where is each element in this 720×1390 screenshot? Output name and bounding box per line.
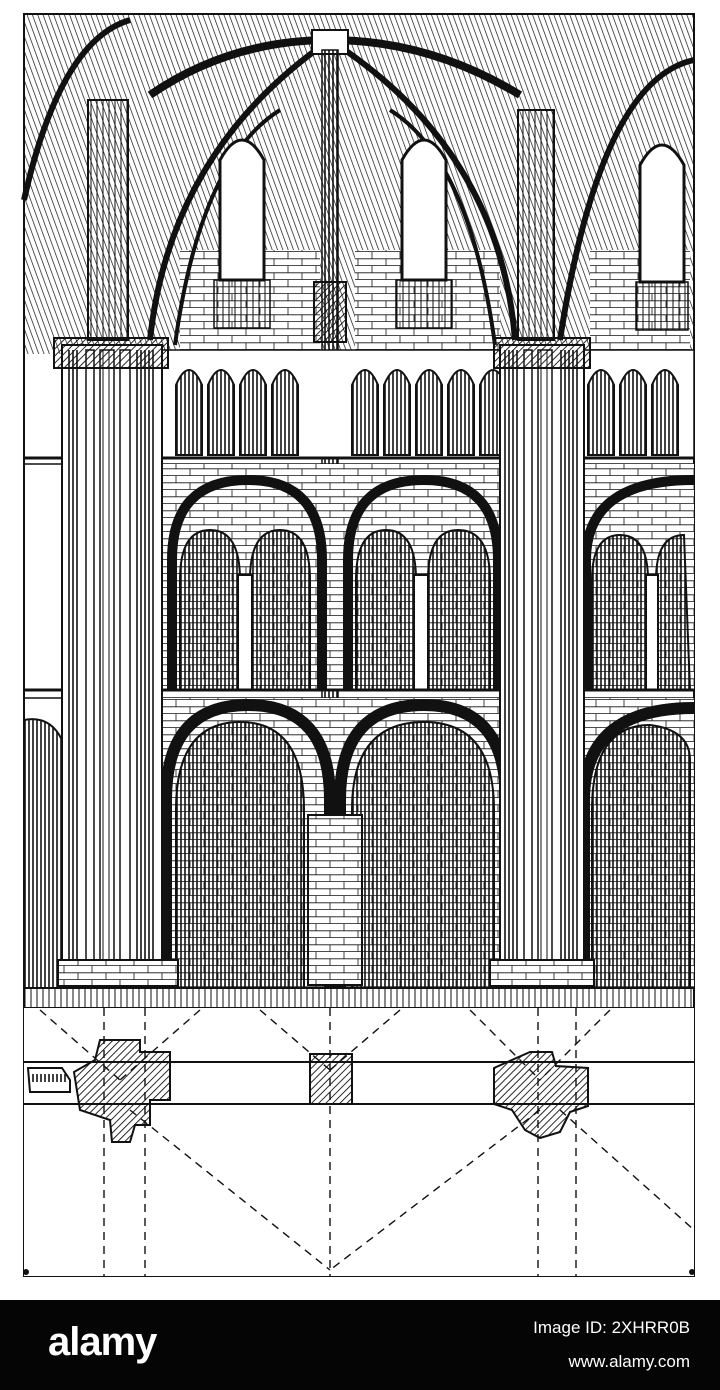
clerestory-arch [651,369,679,456]
alamy-logo: alamy [48,1320,157,1364]
clerestory-arch [447,369,475,456]
clerestory-window-left [213,138,271,329]
clerestory-arch [175,369,203,456]
clerestory-arch [271,369,299,456]
clerestory-arch [415,369,443,456]
clerestory-window-center [395,138,453,329]
watermark-url: www.alamy.com [568,1352,690,1371]
ground-plan [23,1008,695,1276]
watermark-bar: alamy Image ID: 2XHRR0B www.alamy.com [0,1300,720,1390]
plan-pier-left [72,1039,171,1143]
plan-pier-center [309,1053,353,1105]
clerestory-arch [239,369,267,456]
compound-pier-right [489,109,595,987]
clerestory-arch [587,369,615,456]
plan-pier-right [493,1051,589,1140]
clerestory-arch [351,369,379,456]
engraving-illustration [21,13,695,1277]
clerestory-window-right [635,143,689,331]
clerestory-arch [619,369,647,456]
compound-pier-left [53,99,179,987]
clerestory-arcade [24,349,695,465]
clerestory-arch [207,369,235,456]
triforium [24,464,695,699]
vault-level [21,14,695,711]
clerestory-arch [383,369,411,456]
image-id-label: Image ID: 2XHRR0B [533,1318,690,1337]
